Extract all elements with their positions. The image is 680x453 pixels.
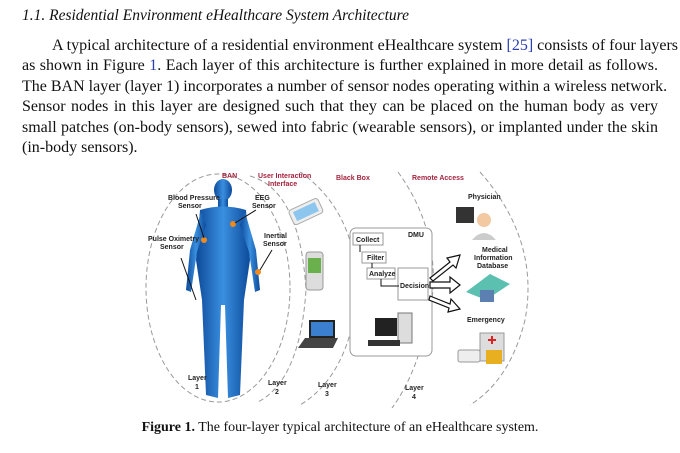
label-layer: Layer — [405, 385, 424, 392]
laptop-icon — [298, 320, 338, 348]
label-interface: Interface — [268, 181, 297, 188]
medical-database-icon — [466, 274, 510, 302]
bp-sensor-dot — [201, 237, 207, 243]
paragraph-line: (in-body sensors). — [22, 139, 138, 157]
text: consists of four layers — [533, 37, 678, 54]
label-medical: Medical — [482, 247, 508, 254]
text: A typical architecture of a residential … — [52, 37, 507, 54]
text: . Each layer of this architecture is fur… — [157, 57, 659, 75]
filter-box — [361, 251, 387, 264]
body-paragraph: A typical architecture of a residential … — [22, 36, 678, 158]
paragraph-line: as shown in Figure 1. Each layer of this… — [22, 56, 658, 76]
citation-link[interactable]: [25] — [506, 37, 534, 54]
paragraph-line: Sensor nodes in this layer are designed … — [22, 98, 658, 116]
label-inertial: Inertial — [264, 233, 287, 240]
label-analyze: Analyze — [369, 271, 396, 278]
pda-icon — [305, 251, 324, 291]
paragraph-line: The BAN layer (layer 1) incorporates a n… — [22, 77, 668, 95]
label-pulse-oximetry: Pulse Oximetry — [148, 236, 199, 243]
label-sensor: Sensor — [252, 203, 276, 210]
desktop-computer-icon — [368, 312, 413, 346]
inertial-sensor-dot — [255, 269, 261, 275]
caption-label: Figure 1. — [141, 420, 195, 435]
label-remote-access: Remote Access — [412, 175, 464, 182]
collect-box — [352, 232, 384, 246]
text: as shown in Figure — [22, 57, 150, 75]
label-layer-number: 1 — [195, 384, 199, 391]
section-heading: 1.1. Residential Environment eHealthcare… — [22, 7, 409, 24]
eeg-sensor-dot — [230, 221, 236, 227]
label-black-box: Black Box — [336, 175, 370, 182]
label-sensor: Sensor — [178, 203, 202, 210]
physician-icon — [456, 207, 496, 240]
label-decision: Decision — [400, 283, 429, 290]
label-information: Information — [474, 255, 513, 262]
label-database: Database — [477, 263, 508, 270]
label-dmu: DMU — [408, 232, 424, 239]
label-collect: Collect — [356, 237, 380, 244]
label-layer: Layer — [188, 375, 207, 382]
label-blood-pressure: Blood Pressure — [168, 195, 220, 202]
label-eeg: EEG — [255, 195, 270, 202]
figure-caption: Figure 1. The four-layer typical archite… — [0, 420, 680, 436]
label-sensor: Sensor — [160, 244, 184, 251]
label-layer-number: 2 — [275, 389, 279, 396]
label-ban: BAN — [222, 173, 237, 180]
output-arrows — [428, 254, 462, 313]
label-layer-number: 3 — [325, 391, 329, 398]
figure-link[interactable]: 1 — [149, 57, 158, 75]
paragraph-line: A typical architecture of a residential … — [22, 36, 678, 56]
label-filter: Filter — [367, 255, 384, 262]
smartphone-icon — [288, 198, 324, 226]
label-layer-number: 4 — [412, 394, 416, 401]
caption-text: The four-layer typical architecture of a… — [194, 420, 539, 435]
human-body-figure — [186, 179, 260, 398]
decision-box — [397, 267, 429, 301]
label-layer: Layer — [318, 382, 337, 389]
sensor-dots — [201, 221, 261, 275]
emergency-hospital-icon — [457, 332, 505, 364]
label-emergency: Emergency — [467, 317, 505, 324]
label-sensor: Sensor — [263, 241, 287, 248]
label-layer: Layer — [268, 380, 287, 387]
label-physician: Physician — [468, 194, 501, 201]
paragraph-line: small patches (on-body sensors), sewed i… — [22, 118, 658, 136]
architecture-figure: BAN User Interaction Interface Black Box… — [145, 171, 529, 409]
label-user-interaction: User Interaction — [258, 173, 311, 180]
